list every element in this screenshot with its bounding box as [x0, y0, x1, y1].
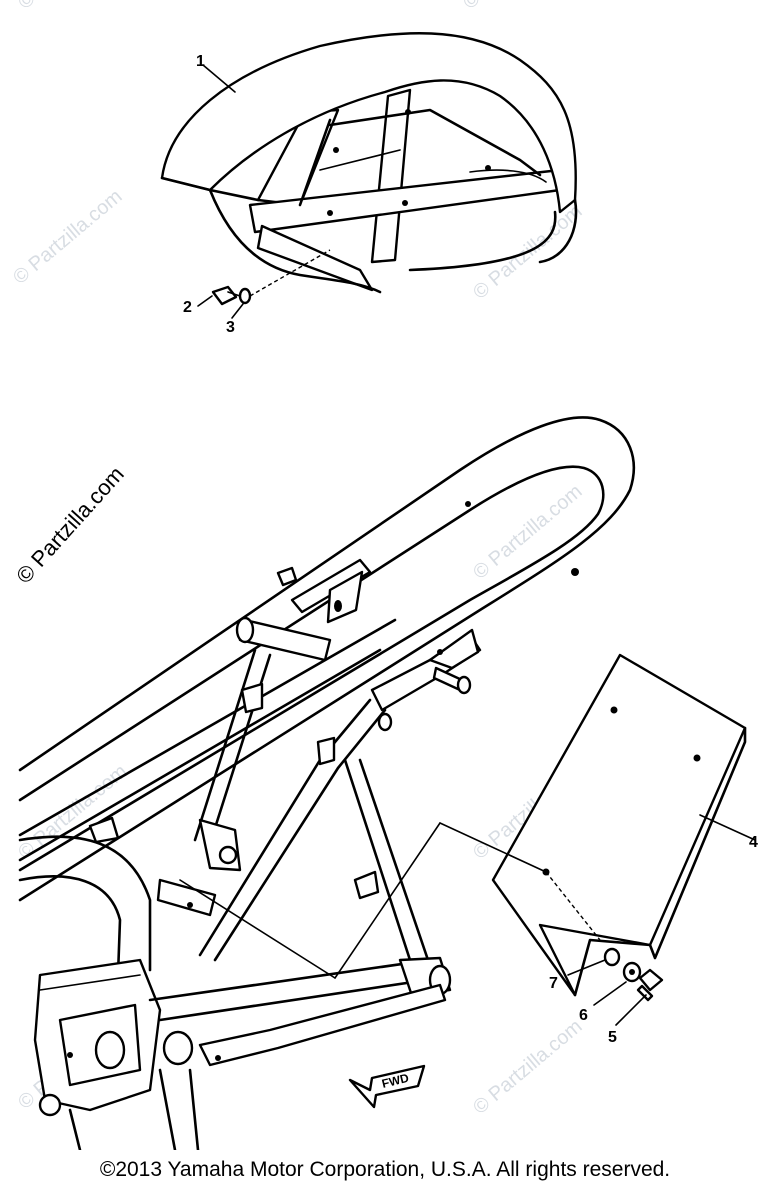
callout-3: 3 — [226, 319, 235, 336]
callout-7: 7 — [549, 975, 558, 992]
fwd-label: FWD — [380, 1071, 410, 1091]
callout-1: 1 — [196, 53, 205, 70]
watermark: © Partzilla.com — [9, 185, 126, 288]
callouts: 1 2 3 4 5 6 7 — [183, 53, 758, 1046]
parts-diagram: © Partzilla.com © Partzilla.com © Partzi… — [9, 0, 758, 1150]
side-plate — [179, 653, 756, 1026]
watermark: © Partzilla.com — [14, 0, 131, 14]
watermark: © Partzilla.com — [469, 1015, 586, 1118]
motorcycle-frame — [18, 416, 635, 1150]
callout-4: 4 — [749, 834, 758, 851]
copyright-notice: ©2013 Yamaha Motor Corporation, U.S.A. A… — [99, 1158, 671, 1181]
forward-arrow-icon: FWD — [348, 1064, 426, 1109]
callout-5: 5 — [608, 1029, 617, 1046]
watermark-prominent: © Partzilla.com — [11, 461, 129, 588]
watermark: © Partzilla.com — [14, 760, 131, 863]
callout-6: 6 — [579, 1007, 588, 1024]
callout-2: 2 — [183, 299, 192, 316]
watermark: © Partzilla.com — [459, 0, 576, 14]
rear-fender — [160, 32, 578, 319]
